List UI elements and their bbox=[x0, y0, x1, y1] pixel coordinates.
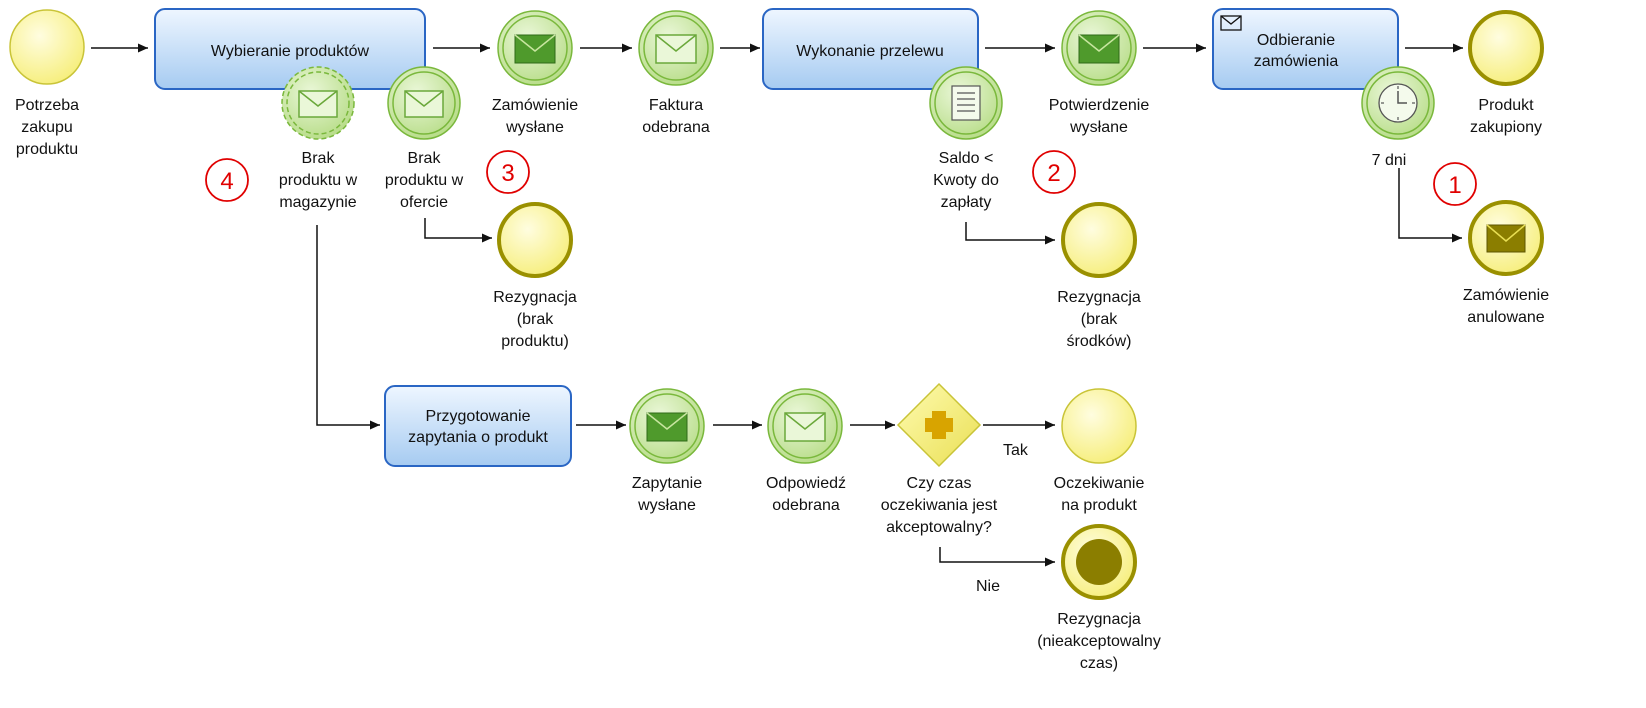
end-event-rezygnacja-brak-srodkow[interactable] bbox=[1061, 202, 1137, 278]
event-label: produktu bbox=[16, 141, 78, 158]
flow-saldo-to-rezygnacja bbox=[965, 222, 1055, 245]
event-label: Potrzeba bbox=[15, 97, 79, 114]
start-event-potrzeba-zakupu[interactable] bbox=[9, 9, 85, 85]
event-label: Faktura bbox=[649, 97, 703, 114]
event-label: ofercie bbox=[400, 194, 448, 211]
event-label: czas) bbox=[1080, 655, 1118, 672]
terminate-end-event-rezygnacja-czas[interactable] bbox=[1061, 524, 1137, 600]
event-label: zakupu bbox=[21, 119, 73, 136]
envelope-filled-icon bbox=[1078, 34, 1120, 64]
event-zamowienie-wyslane[interactable] bbox=[497, 10, 573, 86]
event-label: (nieakceptowalny bbox=[1037, 633, 1161, 650]
flow-gateway-to-rezygnacja-czas bbox=[939, 547, 1055, 567]
flow-label-tak: Tak bbox=[1003, 442, 1029, 459]
event-label: Brak bbox=[408, 150, 442, 167]
event-label: środków) bbox=[1067, 333, 1132, 350]
flow-brak-magazyn-to-przygotowanie bbox=[316, 225, 380, 430]
svg-text:1: 1 bbox=[1448, 172, 1461, 199]
task-label: Wykonanie przelewu bbox=[796, 43, 943, 60]
task-label: Wybieranie produktów bbox=[211, 43, 370, 60]
flow-label-nie: Nie bbox=[976, 578, 1000, 595]
event-label: Zapytanie bbox=[632, 475, 702, 492]
event-label: produktu w bbox=[385, 172, 464, 189]
receive-envelope-icon bbox=[1220, 15, 1242, 31]
marker-2: 2 bbox=[1032, 150, 1076, 194]
parallel-gateway[interactable] bbox=[896, 382, 982, 468]
event-label: odebrana bbox=[642, 119, 710, 136]
end-event-zamowienie-anulowane[interactable] bbox=[1468, 200, 1544, 276]
boundary-event-brak-oferta[interactable] bbox=[387, 66, 461, 140]
marker-1: 1 bbox=[1433, 162, 1477, 206]
gateway-label: Czy czas bbox=[907, 475, 972, 492]
event-label: Zamówienie bbox=[1463, 287, 1549, 304]
event-label: Kwoty do bbox=[933, 172, 999, 189]
event-label: Produkt bbox=[1478, 97, 1534, 114]
gateway-label: oczekiwania jest bbox=[881, 497, 998, 514]
event-label: na produkt bbox=[1061, 497, 1137, 514]
event-label: Potwierdzenie bbox=[1049, 97, 1150, 114]
task-label-line: Przygotowanie bbox=[426, 408, 531, 425]
marker-4: 4 bbox=[205, 158, 249, 202]
svg-text:2: 2 bbox=[1047, 160, 1060, 187]
sequence-flows bbox=[91, 43, 1463, 567]
event-oczekiwanie-na-produkt[interactable] bbox=[1061, 388, 1137, 464]
envelope-outline-icon bbox=[784, 412, 826, 442]
marker-3: 3 bbox=[486, 150, 530, 194]
end-event-rezygnacja-brak-produktu[interactable] bbox=[497, 202, 573, 278]
event-label: magazynie bbox=[279, 194, 356, 211]
task-label-line: zamówienia bbox=[1254, 53, 1339, 70]
event-label: (brak bbox=[1081, 311, 1118, 328]
envelope-outline-icon bbox=[298, 90, 338, 118]
svg-text:4: 4 bbox=[220, 168, 233, 195]
envelope-filled-icon bbox=[514, 34, 556, 64]
event-label: wysłane bbox=[1069, 119, 1128, 136]
envelope-filled-icon bbox=[646, 412, 688, 442]
event-zapytanie-wyslane[interactable] bbox=[629, 388, 705, 464]
event-label: Oczekiwanie bbox=[1054, 475, 1145, 492]
envelope-filled-icon bbox=[1486, 224, 1526, 253]
event-label: Rezygnacja bbox=[1057, 289, 1141, 306]
task-wybieranie-produktow[interactable]: Wybieranie produktów bbox=[154, 8, 426, 90]
event-label: produktu w bbox=[279, 172, 358, 189]
flow-brak-oferta-to-rezygnacja bbox=[424, 218, 492, 243]
event-potwierdzenie-wyslane[interactable] bbox=[1061, 10, 1137, 86]
task-przygotowanie-zapytania[interactable]: Przygotowanie zapytania o produkt bbox=[384, 385, 572, 467]
event-label: Zamówienie bbox=[492, 97, 578, 114]
task-wykonanie-przelewu[interactable]: Wykonanie przelewu bbox=[762, 8, 979, 90]
event-label: Brak bbox=[302, 150, 336, 167]
event-label: (brak bbox=[517, 311, 554, 328]
gateway-label: akceptowalny? bbox=[886, 519, 992, 536]
event-label: 7 dni bbox=[1372, 152, 1407, 169]
event-label: anulowane bbox=[1467, 309, 1545, 326]
boundary-event-saldo[interactable] bbox=[929, 66, 1003, 140]
document-icon bbox=[951, 85, 981, 121]
envelope-outline-icon bbox=[655, 34, 697, 64]
event-label: Saldo < bbox=[939, 150, 994, 167]
svg-text:3: 3 bbox=[501, 160, 514, 187]
task-label-line: Odbieranie bbox=[1257, 32, 1335, 49]
event-label: Rezygnacja bbox=[493, 289, 577, 306]
task-label-line: zapytania o produkt bbox=[408, 429, 548, 446]
boundary-event-timer[interactable] bbox=[1361, 66, 1435, 140]
event-label: odebrana bbox=[772, 497, 840, 514]
task-odbieranie-zamowienia[interactable]: Odbieranie zamówienia bbox=[1212, 8, 1399, 90]
event-label: Rezygnacja bbox=[1057, 611, 1141, 628]
event-faktura-odebrana[interactable] bbox=[638, 10, 714, 86]
end-event-produkt-zakupiony[interactable] bbox=[1468, 10, 1544, 86]
event-label: produktu) bbox=[501, 333, 569, 350]
event-label: Odpowiedź bbox=[766, 475, 846, 492]
event-label: zapłaty bbox=[941, 194, 992, 211]
envelope-outline-icon bbox=[404, 90, 444, 118]
event-label: wysłane bbox=[505, 119, 564, 136]
clock-icon bbox=[1378, 83, 1418, 123]
event-label: zakupiony bbox=[1470, 119, 1542, 136]
event-label: wysłane bbox=[637, 497, 696, 514]
boundary-event-brak-magazyn[interactable] bbox=[281, 66, 355, 140]
event-odpowiedz-odebrana[interactable] bbox=[767, 388, 843, 464]
flow-timer-to-anulowane bbox=[1398, 168, 1462, 243]
